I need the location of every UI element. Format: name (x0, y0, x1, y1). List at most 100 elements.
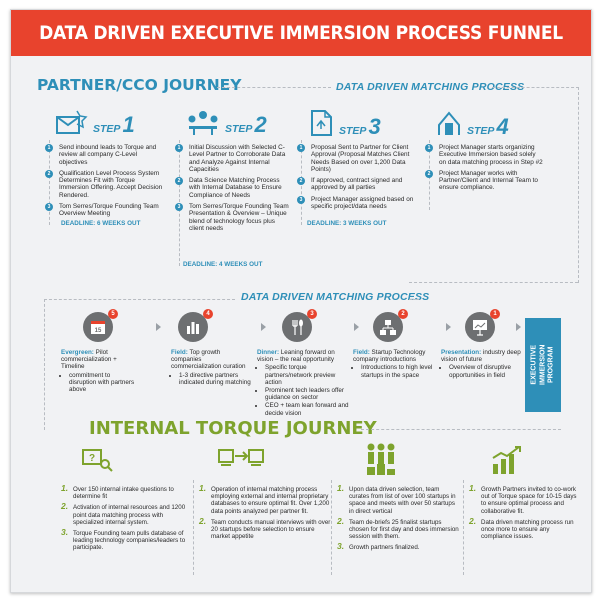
step-3-header: STEP 3 (307, 109, 381, 139)
executive-immersion-box: EXECUTIVE IMMERSION PROGRAM (525, 318, 561, 412)
list-item: 2.Data driven matching process run once … (469, 515, 574, 541)
column-divider (193, 480, 194, 575)
partner-journey-heading: PARTNER/CCO JOURNEY (37, 76, 242, 94)
stage-presentation: Presentation: industry deep vision of fu… (441, 349, 523, 380)
utensils-icon (292, 319, 303, 335)
title-banner: DATA DRIVEN EXECUTIVE IMMERSION PROCESS … (11, 10, 591, 56)
calendar-icon: 15 (91, 321, 105, 334)
arrow-left-icon (261, 323, 266, 331)
list-item: Introductions to high level startups in … (361, 364, 437, 378)
proposal-document-icon (311, 110, 332, 136)
stage-badge: 3 (307, 309, 317, 319)
network-icon (380, 320, 396, 335)
meeting-icon (188, 111, 218, 135)
list-item: 3.Growth partners finalized. (337, 541, 420, 552)
stage-field-growth: Field: Top growth companies commercializ… (171, 349, 251, 387)
list-item: 2.Team conducts manual interviews with o… (199, 515, 331, 541)
middle-dashed-left (44, 299, 235, 430)
list-item: 1.Growth Partners invited to co-work out… (469, 483, 577, 515)
list-item: commitment to disruption with partners a… (69, 372, 135, 394)
column-divider (331, 480, 332, 575)
step-3-deadline: DEADLINE: 3 WEEKS OUT (307, 220, 387, 227)
list-item: 1.Upon data driven selection, team curat… (337, 483, 456, 515)
internal-column-4: 1.Growth Partners invited to co-work out… (469, 483, 577, 544)
step-3-label: STEP (339, 125, 367, 137)
step-2-line (179, 140, 180, 266)
matching-subheading-middle: DATA DRIVEN MATCHING PROCESS (241, 291, 430, 303)
calendar-day: 15 (95, 328, 102, 334)
internal-column-1: 1.Over 150 internal intake questions to … (61, 483, 191, 556)
svg-text:?: ? (89, 453, 95, 464)
list-item: 1.Over 150 internal intake questions to … (61, 483, 174, 501)
top-dashed-line (217, 87, 331, 88)
step-4-label: STEP (467, 125, 495, 137)
list-item: Specific torque partners/network preview… (265, 364, 349, 386)
matching-subheading-top: DATA DRIVEN MATCHING PROCESS (336, 81, 525, 93)
growth-chart-icon (492, 446, 521, 474)
dinner-icon-circle (282, 312, 312, 342)
stage-field-startups: Field: Startup Technology company introd… (353, 349, 437, 380)
step-2-label: STEP (225, 123, 253, 135)
bar-chart-icon (187, 322, 199, 334)
stage-dinner: Dinner: Leaning forward on vision – the … (257, 349, 349, 418)
funnel-arrows (156, 323, 521, 331)
internal-column-3: 1.Upon data driven selection, team curat… (337, 483, 461, 556)
list-item: 3.Torque Founding team pulls database of… (61, 527, 186, 552)
presentation-icon-circle (465, 312, 495, 342)
step-3-number: 3 (368, 114, 381, 139)
step-2-deadline: DEADLINE: 4 WEEKS OUT (183, 261, 263, 268)
executive-immersion-label: EXECUTIVE IMMERSION PROGRAM (530, 344, 555, 386)
middle-connector-line (409, 282, 578, 283)
column-divider (463, 480, 464, 575)
data-transfer-icon (218, 449, 264, 466)
list-item: 2.Team de-briefs 25 finalist startups ch… (337, 515, 459, 541)
internal-column-2: 1.Operation of internal matching process… (199, 483, 331, 544)
arrow-left-icon (354, 323, 359, 331)
internal-journey-heading: INTERNAL TORQUE JOURNEY (89, 418, 377, 439)
team-selection-icon (367, 443, 395, 475)
bottom-dashed-line (361, 429, 561, 430)
field-startups-icon-circle (373, 312, 403, 342)
infographic: DATA DRIVEN EXECUTIVE IMMERSION PROCESS … (10, 9, 592, 593)
step-2-header: STEP 2 (185, 109, 267, 137)
top-dashed-line-right (492, 87, 579, 283)
presentation-board-icon (473, 320, 487, 336)
middle-dashed-right (409, 299, 419, 300)
list-item: CEO + team lean forward and decide visio… (265, 402, 349, 416)
step-1-number: 1 (122, 112, 135, 137)
stage-badge: 5 (108, 309, 118, 319)
list-item: 1.Operation of internal matching process… (199, 483, 330, 515)
step-2-number: 2 (254, 112, 267, 137)
list-item: 2.Activation of internal resources and 1… (61, 501, 186, 526)
stage-badge: 4 (203, 309, 213, 319)
step-1-label: STEP (93, 123, 121, 135)
stage-badge: 1 (490, 309, 500, 319)
arrow-left-icon (156, 323, 161, 331)
stage-badge: 2 (398, 309, 408, 319)
leads-icon (56, 110, 88, 134)
list-item: Prominent tech leaders offer guidance on… (265, 387, 349, 401)
step-1-header: STEP 1 (55, 109, 135, 137)
page-title: DATA DRIVEN EXECUTIVE IMMERSION PROCESS … (39, 22, 563, 44)
questions-icon: ? (82, 449, 113, 472)
step-4-header: STEP 4 (435, 109, 509, 138)
stage-evergreen: Evergreen: Pilot commercialization + Tim… (61, 349, 135, 394)
list-item: Overview of disruptive opportunities in … (449, 364, 523, 378)
arrow-left-icon (446, 323, 451, 331)
step-1-deadline: DEADLINE: 6 WEEKS OUT (61, 220, 141, 227)
